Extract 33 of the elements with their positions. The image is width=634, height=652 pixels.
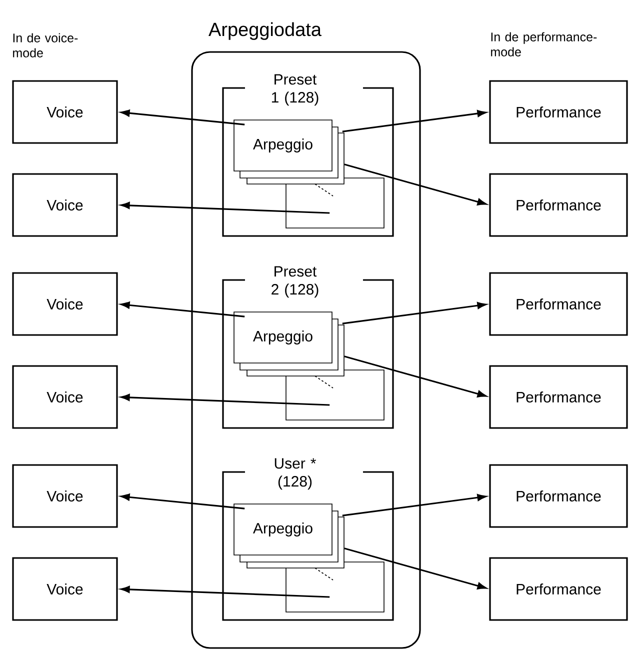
arpeggio-card: Arpeggio	[234, 120, 332, 172]
voice-box: Voice	[12, 173, 118, 237]
arrow	[342, 494, 486, 516]
arrow	[344, 164, 486, 206]
card	[286, 562, 384, 612]
arpeggio-card: Arpeggio	[234, 312, 332, 364]
performance-box: Performance	[489, 557, 628, 621]
arrow	[342, 302, 486, 324]
arpeggio-card: Arpeggio	[234, 504, 332, 556]
arrow	[120, 586, 330, 598]
performance-box: Performance	[489, 272, 628, 336]
arrow	[342, 110, 486, 132]
performance-box: Performance	[489, 80, 628, 144]
arrow	[344, 356, 486, 398]
mode-label: In de voice-mode	[13, 33, 78, 58]
mode-label: In de performance-mode	[491, 32, 597, 56]
arrow	[120, 202, 330, 214]
card	[286, 178, 384, 228]
arrow	[120, 110, 245, 126]
arrow	[344, 548, 486, 590]
node-label: Arpeggiodata	[208, 22, 322, 40]
voice-box: Voice	[12, 272, 118, 336]
voice-box: Voice	[12, 464, 118, 528]
arrow	[120, 394, 330, 406]
performance-box: Performance	[489, 173, 628, 237]
arrow	[120, 302, 245, 318]
voice-box: Voice	[12, 365, 118, 429]
performance-box: Performance	[489, 464, 628, 528]
voice-box: Voice	[12, 80, 118, 144]
voice-box: Voice	[12, 557, 118, 621]
card	[286, 370, 384, 420]
performance-box: Performance	[489, 365, 628, 429]
arrow	[120, 494, 245, 510]
